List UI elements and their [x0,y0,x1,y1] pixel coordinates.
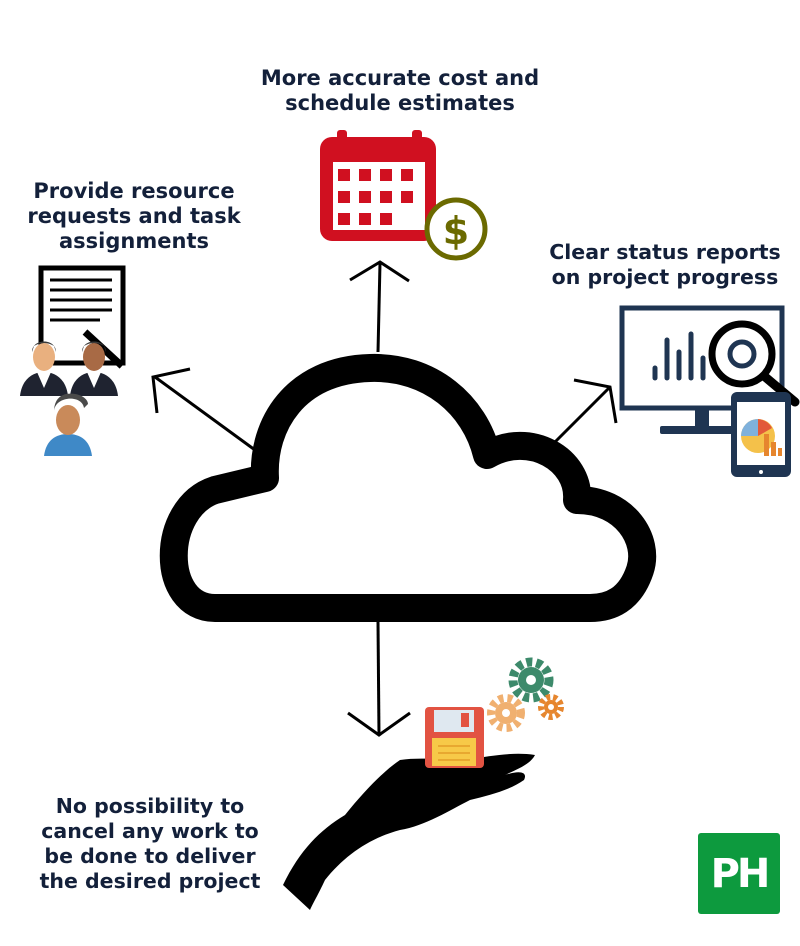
document-team-icon [20,265,126,456]
label-left-line: Provide resource [33,179,235,203]
label-bottom: No possibility to cancel any work to be … [10,794,290,894]
cloud-icon [159,353,657,622]
label-top: More accurate cost and schedule estimate… [180,66,620,116]
label-left: Provide resource requests and task assig… [0,179,268,254]
ph-logo: PH [698,833,780,914]
label-left-line: requests and task [27,204,241,228]
arrow-right [546,378,618,451]
label-right-line: Clear status reports [549,240,781,264]
label-right-line: on project progress [551,265,779,289]
label-top-line: More accurate cost and [260,66,540,90]
label-bottom-line: cancel any work to [41,819,259,843]
monitor-analytics-icon [619,305,800,477]
label-top-line: schedule estimates [285,91,515,115]
label-bottom-line: the desired project [39,869,261,893]
arrow-up [349,260,410,353]
label-bottom-line: be done to deliver [44,844,256,868]
label-right: Clear status reports on project progress [520,240,800,290]
ph-logo-text: PH [710,850,771,897]
calendar-dollar-icon: $ [320,130,488,261]
arrow-left [151,367,256,452]
arrow-down [347,621,411,737]
svg-text:$: $ [443,209,469,253]
label-left-line: assignments [59,229,209,253]
label-bottom-line: No possibility to [55,794,245,818]
hand-floppy-gears-icon [283,657,564,910]
